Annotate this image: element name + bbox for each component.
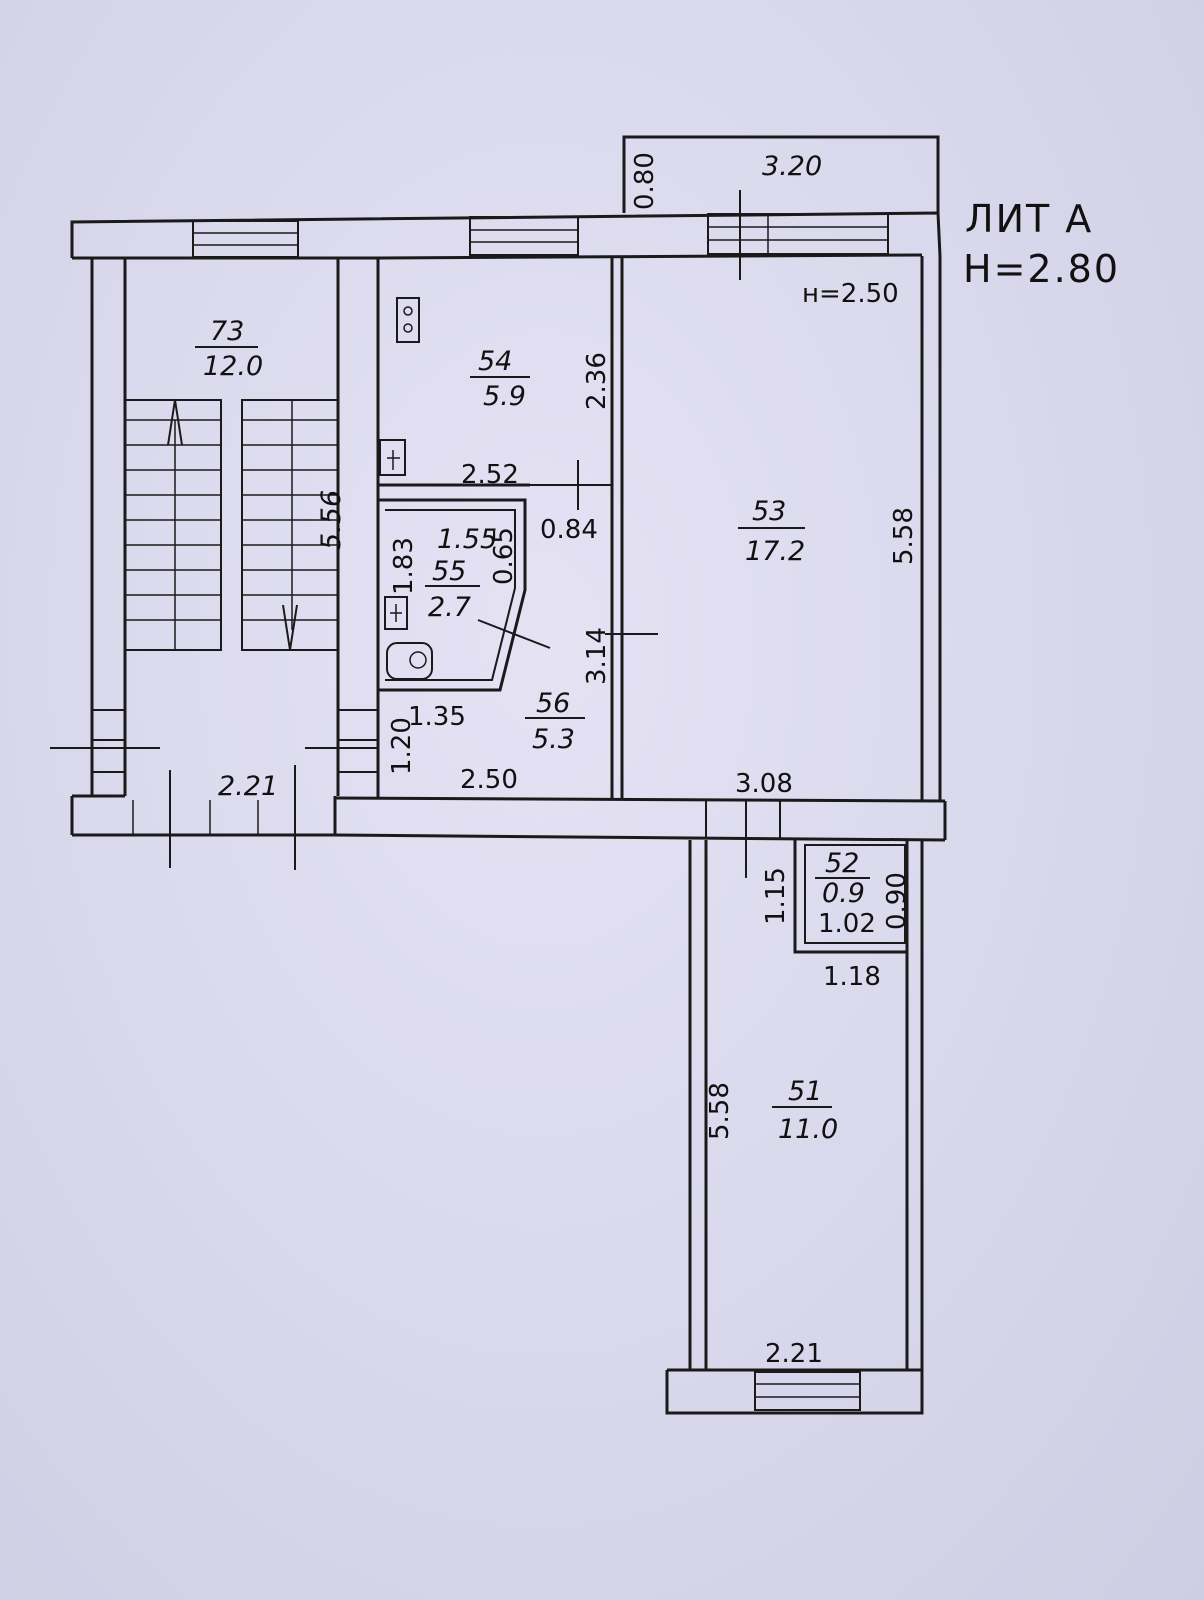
room-73-labels: 73 12.0 5.56 2.21 <box>195 316 347 802</box>
room-53-length: 5.58 <box>889 507 919 565</box>
room-55-length: 1.83 <box>389 537 419 595</box>
lower-walls <box>665 800 924 1415</box>
stair-down-arrow-icon <box>282 604 298 651</box>
room-55-labels: 1.55 1.83 0.65 55 2.7 <box>389 524 519 623</box>
balcony-labels: 0.80 3.20 <box>630 151 822 210</box>
room-51-number: 51 <box>788 1076 822 1107</box>
stair-up-arrow-icon <box>167 399 183 446</box>
room-56-gap: 0.84 <box>540 515 598 545</box>
room-55 <box>378 498 658 692</box>
room-52-corridor: 1.15 <box>761 867 791 925</box>
room-52-area: 0.9 <box>822 878 865 909</box>
room-73-area: 12.0 <box>203 351 263 382</box>
room-56-length: 3.14 <box>582 627 612 685</box>
staircase <box>124 399 339 651</box>
room-56-width: 2.50 <box>460 765 518 795</box>
stove-icon <box>396 297 420 343</box>
room-56-number: 56 <box>536 688 570 719</box>
room-52-labels: 1.15 52 0.9 1.02 0.90 1.18 <box>761 848 912 992</box>
room-51-area: 11.0 <box>778 1114 838 1145</box>
room-53-area: 17.2 <box>745 536 805 567</box>
room-55-extra: 0.65 <box>489 527 519 585</box>
balcony-width: 3.20 <box>762 151 822 182</box>
sink-icon <box>379 439 406 476</box>
room-56-area: 5.3 <box>532 724 575 755</box>
room-54-labels: 54 5.9 2.36 2.52 <box>461 346 612 490</box>
room-51-labels: 5.58 51 11.0 2.21 <box>705 1076 838 1369</box>
room-52-number: 52 <box>825 848 859 879</box>
room-54-area: 5.9 <box>483 381 526 412</box>
room-53-number: 53 <box>752 496 786 527</box>
room-54-number: 54 <box>478 346 512 377</box>
room-56-labels: 0.84 3.14 56 5.3 1.35 1.20 2.50 <box>387 515 612 795</box>
room-51-top-width: 1.18 <box>823 962 881 992</box>
room-53-height: н=2.50 <box>802 279 899 309</box>
window-2 <box>469 216 579 256</box>
room-54-width: 2.52 <box>461 460 519 490</box>
room-55-number: 55 <box>432 556 466 587</box>
room-53-labels: н=2.50 53 17.2 5.58 3.08 <box>735 279 919 799</box>
room-55-width: 1.55 <box>437 524 497 555</box>
toilet-icon <box>386 642 433 680</box>
room-73-width: 2.21 <box>218 771 278 802</box>
room-56-extra: 1.35 <box>408 702 466 732</box>
balcony <box>622 135 940 213</box>
lit-label: ЛИТ А <box>965 197 1093 241</box>
window-1 <box>192 220 299 258</box>
balcony-depth: 0.80 <box>630 152 660 210</box>
room-54 <box>378 297 612 510</box>
window-3-door <box>707 190 889 280</box>
lit-header: ЛИТ А Н=2.80 <box>963 197 1120 291</box>
room-51-length: 5.58 <box>705 1082 735 1140</box>
room-52-width: 1.02 <box>818 909 876 939</box>
room-52 <box>793 840 907 954</box>
height-label: Н=2.80 <box>963 247 1120 291</box>
room-73-length: 5.56 <box>316 490 347 550</box>
room-55-area: 2.7 <box>428 592 471 623</box>
room-52-length: 0.90 <box>882 872 912 930</box>
room-56-depth: 1.20 <box>387 717 417 775</box>
bath-sink-icon <box>384 596 408 630</box>
stair-entrance <box>50 709 378 870</box>
window-bottom <box>754 1371 861 1411</box>
room-54-length: 2.36 <box>582 352 612 410</box>
room-51-width: 2.21 <box>765 1339 823 1369</box>
room-53-width: 3.08 <box>735 769 793 799</box>
room-73-number: 73 <box>210 316 244 347</box>
